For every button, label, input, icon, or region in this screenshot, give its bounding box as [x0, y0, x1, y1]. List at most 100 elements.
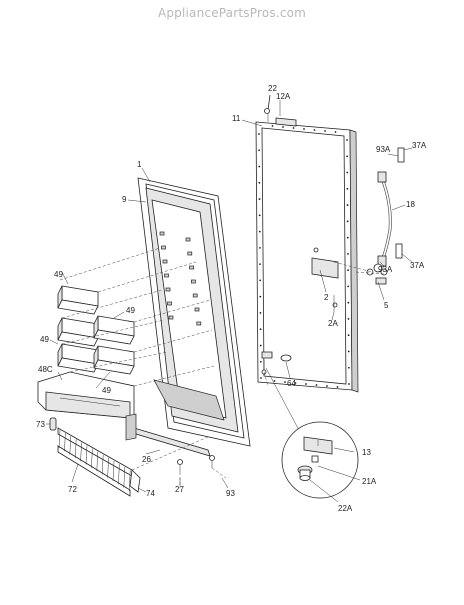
basket-wire	[101, 454, 104, 475]
basket-wire	[96, 451, 99, 472]
top-trim-cap	[264, 94, 297, 127]
shelf-support	[161, 245, 166, 250]
callout-64: 64	[287, 379, 296, 388]
door-rivet	[313, 129, 316, 131]
explode-lines	[59, 247, 385, 488]
door-rivet	[324, 130, 326, 132]
door-rivet	[259, 263, 261, 266]
callout-2: 2	[324, 293, 329, 302]
callout-49-b: 49	[126, 306, 135, 315]
door-rivet	[294, 382, 297, 384]
site-watermark: AppliancePartsPros.com	[157, 6, 307, 20]
door-rivet	[326, 385, 328, 387]
screws	[177, 455, 215, 472]
shelf-support	[196, 321, 202, 326]
door-rivet	[258, 133, 260, 135]
door-rivet	[259, 295, 262, 298]
door-rivet	[258, 149, 261, 152]
door-rivet	[346, 187, 349, 190]
callout-21A: 21A	[362, 477, 377, 486]
shelf-support	[164, 273, 169, 278]
door-rivet	[346, 155, 349, 158]
door-rivet	[346, 204, 349, 206]
door-bin	[57, 343, 99, 373]
door-rivet	[259, 279, 262, 282]
bottom-door-bin	[37, 371, 137, 441]
callout-12A: 12A	[276, 92, 291, 101]
door-rivet	[346, 220, 349, 223]
door-handle	[366, 147, 405, 285]
basket-wire	[58, 429, 61, 449]
basket-wire	[69, 436, 72, 455]
shelf-support	[185, 237, 191, 242]
door-rivet	[271, 125, 274, 127]
door-bin	[93, 315, 135, 345]
callout-22: 22	[268, 84, 277, 93]
door-rivet	[258, 230, 261, 233]
callout-2A: 2A	[328, 319, 338, 328]
basket-end-caps	[49, 417, 141, 493]
door-rivet	[258, 198, 261, 200]
basket-wire	[107, 457, 109, 478]
callout-18: 18	[406, 200, 415, 209]
callout-37A-bottom: 37A	[410, 261, 425, 270]
door-rivet	[347, 366, 350, 369]
shelf-support	[192, 293, 198, 298]
callout-22A: 22A	[338, 504, 353, 513]
door-rivet	[346, 236, 349, 239]
door-rivet	[347, 318, 350, 320]
callout-93: 93	[226, 489, 235, 498]
callout-13: 13	[362, 448, 371, 457]
door-rivet	[336, 386, 339, 388]
door-rivet	[347, 269, 349, 272]
basket-wire	[123, 467, 126, 488]
basket-wire	[74, 439, 77, 458]
door-rivet	[259, 312, 262, 314]
door-rivet	[347, 285, 350, 288]
door-rivet	[334, 131, 337, 133]
shelf-support	[165, 287, 171, 292]
shelf-support	[159, 231, 165, 236]
door-rivet	[347, 334, 350, 337]
door-rivet	[258, 181, 261, 184]
callout-48C: 48C	[38, 365, 53, 374]
basket-wire	[80, 442, 82, 462]
shelf-support	[191, 279, 196, 284]
basket-wire	[128, 470, 131, 491]
callout-49-a: 49	[54, 270, 63, 279]
door-rivet	[347, 350, 350, 353]
door-rivet	[315, 384, 318, 386]
callout-93A-bottom: 93A	[378, 265, 393, 274]
door-bin	[57, 317, 99, 347]
door-rivet	[282, 126, 284, 128]
door-bin	[93, 345, 135, 375]
door-bins	[57, 285, 135, 375]
callout-26: 26	[142, 455, 151, 464]
shelf-support	[168, 315, 174, 320]
door-rivet	[259, 360, 262, 363]
callout-1: 1	[137, 160, 142, 169]
callout-49-d: 49	[102, 386, 111, 395]
basket-wire	[64, 433, 66, 452]
shelf-support	[189, 265, 194, 270]
callout-49-c: 49	[40, 335, 49, 344]
callout-73: 73	[36, 420, 45, 429]
door-rivet	[292, 127, 295, 129]
hinge-detail-zoom	[281, 421, 359, 499]
outer-door-panel	[255, 121, 359, 393]
door-rivet	[273, 380, 276, 382]
callout-9: 9	[122, 195, 127, 204]
door-rivet	[259, 344, 262, 347]
callout-37A-top: 37A	[412, 141, 427, 150]
callout-74: 74	[146, 489, 155, 498]
basket-wire	[91, 448, 93, 468]
shelf-support	[167, 301, 172, 306]
door-rivet	[284, 381, 286, 383]
callout-5: 5	[384, 301, 389, 310]
callout-labels: 22 12A 11 93A 37A 18 93A 37A 5 2 2A 64 1…	[36, 84, 427, 513]
inner-door-liner	[145, 187, 239, 433]
door-rivet	[346, 171, 349, 174]
door-rivet	[346, 139, 348, 141]
